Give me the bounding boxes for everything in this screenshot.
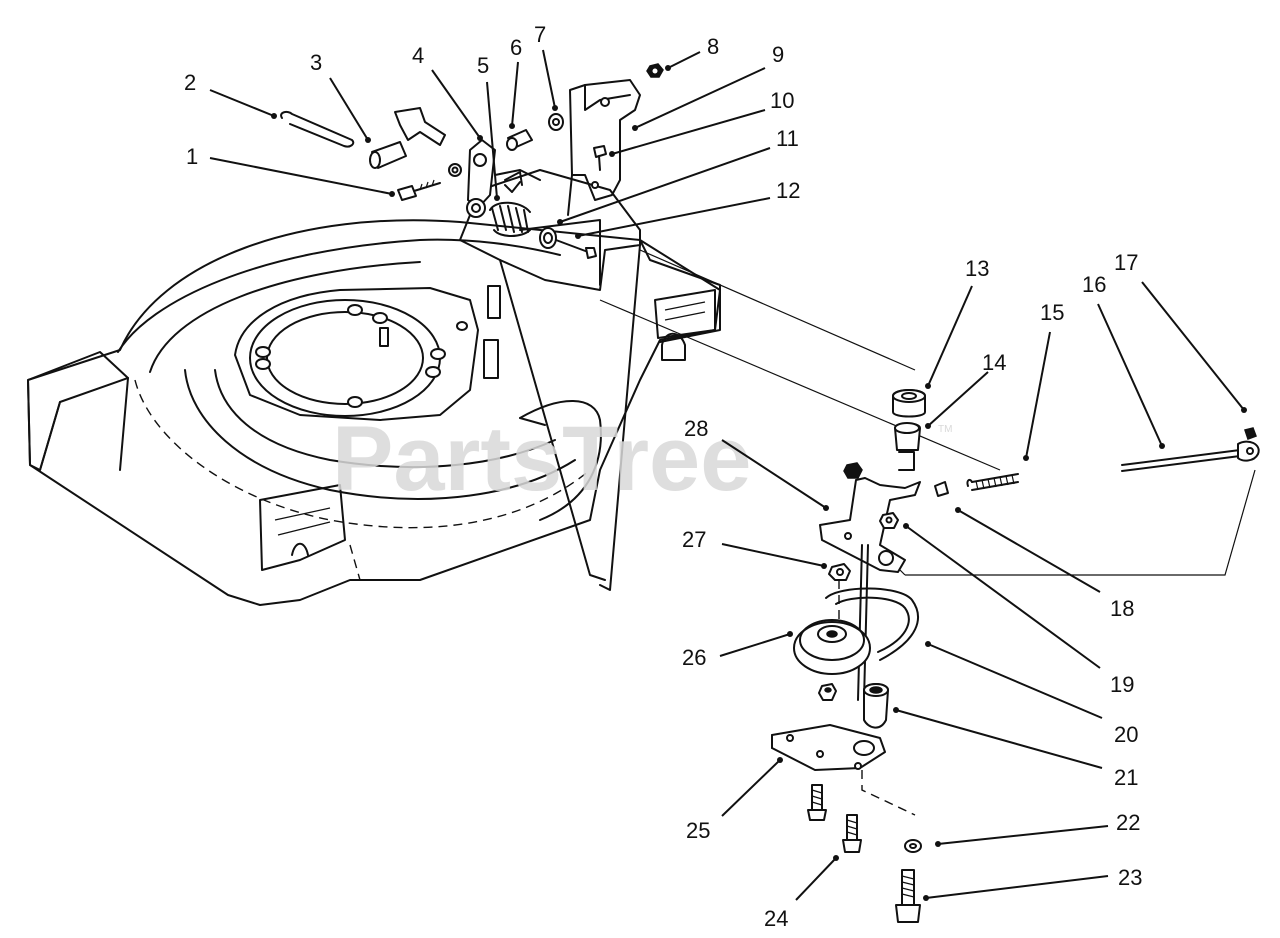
callout-1: 1 — [186, 144, 198, 169]
callout-4: 4 — [412, 43, 424, 68]
watermark-text: PartsTree — [332, 408, 751, 510]
callout-18: 18 — [1110, 596, 1134, 621]
callout-9: 9 — [772, 42, 784, 67]
callout-6: 6 — [510, 35, 522, 60]
callout-labels: 1 2 3 4 5 6 7 8 9 10 11 12 13 14 15 16 1… — [184, 22, 1142, 931]
callout-5: 5 — [477, 53, 489, 78]
callout-3: 3 — [310, 50, 322, 75]
callout-12: 12 — [776, 178, 800, 203]
callout-24: 24 — [764, 906, 788, 931]
callout-17: 17 — [1114, 250, 1138, 275]
callout-26: 26 — [682, 645, 706, 670]
callout-19: 19 — [1110, 672, 1134, 697]
callout-11: 11 — [776, 126, 799, 151]
mower-deck-housing — [27, 169, 721, 606]
callout-20: 20 — [1114, 722, 1138, 747]
callout-15: 15 — [1040, 300, 1064, 325]
callout-22: 22 — [1116, 810, 1140, 835]
leader-lines — [209, 49, 1247, 901]
watermark-trademark: TM — [938, 424, 952, 435]
callout-10: 10 — [770, 88, 794, 113]
callout-25: 25 — [686, 818, 710, 843]
callout-23: 23 — [1118, 865, 1142, 890]
extension-spring — [966, 473, 1019, 491]
callout-27: 27 — [682, 527, 706, 552]
callout-7: 7 — [534, 22, 546, 47]
callout-8: 8 — [707, 34, 719, 59]
idler-brake-assembly — [599, 249, 1260, 923]
callout-14: 14 — [982, 350, 1006, 375]
callout-2: 2 — [184, 70, 196, 95]
callout-13: 13 — [965, 256, 989, 281]
callout-16: 16 — [1082, 272, 1106, 297]
torsion-spring — [489, 201, 531, 237]
callout-28: 28 — [684, 416, 708, 441]
callout-21: 21 — [1114, 765, 1138, 790]
